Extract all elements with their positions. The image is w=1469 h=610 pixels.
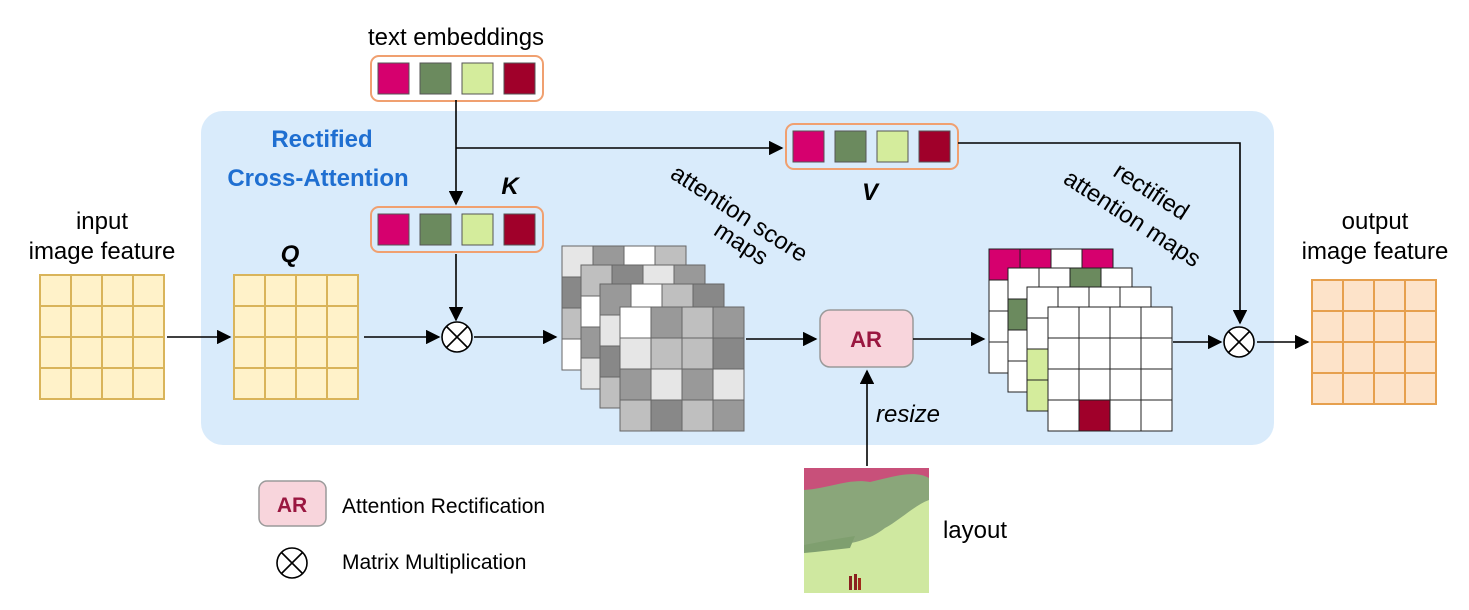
panel-title-line1: Rectified xyxy=(271,126,372,153)
token-cell xyxy=(461,213,494,246)
output-feature-label-line2: image feature xyxy=(1302,238,1449,265)
input-feature-grid xyxy=(39,274,165,400)
token-cell xyxy=(419,62,452,95)
v-label: V xyxy=(862,179,880,206)
resize-label: resize xyxy=(876,401,940,428)
ar-label: AR xyxy=(850,327,882,352)
token-cell xyxy=(918,130,951,163)
legend: AR Attention Rectification Matrix Multip… xyxy=(258,480,545,579)
token-cell xyxy=(419,213,452,246)
legend-matmul-text: Matrix Multiplication xyxy=(342,551,526,574)
output-feature-label-line1: output xyxy=(1342,208,1409,235)
token-cell xyxy=(834,130,867,163)
key-embeddings-strip xyxy=(370,206,544,253)
legend-ar-text: Attention Rectification xyxy=(342,495,545,518)
input-feature-label-line2: image feature xyxy=(29,238,176,265)
output-feature-grid xyxy=(1311,279,1437,405)
token-cell xyxy=(503,213,536,246)
legend-ar-box xyxy=(258,480,327,527)
layout-label: layout xyxy=(943,517,1007,544)
panel-title-line2: Cross-Attention xyxy=(227,165,408,192)
legend-ar-symbol: AR xyxy=(277,494,307,517)
text-embeddings-label: text embeddings xyxy=(368,24,544,51)
token-cell xyxy=(503,62,536,95)
attention-rectification-box: AR xyxy=(819,309,914,368)
token-cell xyxy=(876,130,909,163)
q-label: Q xyxy=(281,241,300,268)
legend-matmul-icon xyxy=(276,547,308,579)
matmul-av-icon xyxy=(1223,326,1255,358)
arrows xyxy=(167,100,1310,466)
text-embeddings-strip xyxy=(370,55,544,102)
query-grid xyxy=(233,274,359,400)
k-label: K xyxy=(501,173,520,200)
input-feature-label-line1: input xyxy=(76,208,128,235)
token-cell xyxy=(461,62,494,95)
attention-score-maps-stack xyxy=(561,245,745,432)
token-cell xyxy=(377,213,410,246)
token-cell xyxy=(792,130,825,163)
value-embeddings-strip xyxy=(785,123,959,170)
layout-image xyxy=(804,468,929,593)
token-cell xyxy=(377,62,410,95)
matmul-qk-icon xyxy=(441,321,473,353)
rectified-attention-maps-stack xyxy=(988,248,1173,432)
